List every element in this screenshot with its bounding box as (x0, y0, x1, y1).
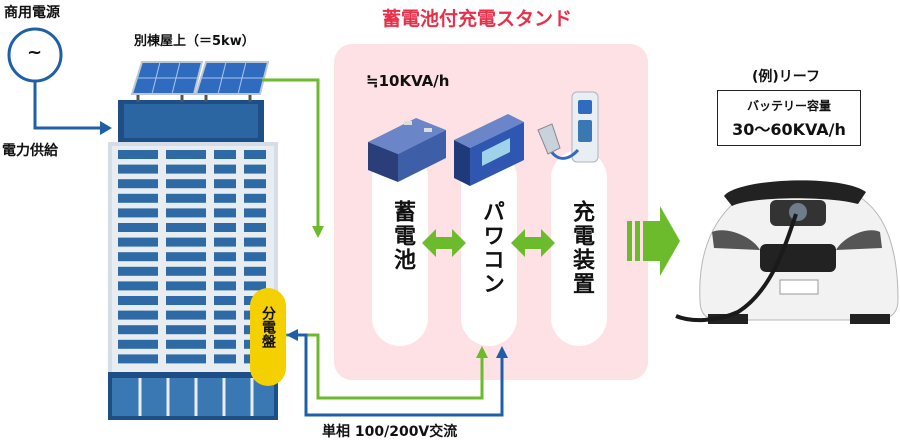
charger-label: 充電装置 (569, 200, 594, 296)
car-capacity-box: バッテリー容量 30〜60KVA/h (717, 90, 861, 146)
building-window (214, 150, 236, 159)
building-window (214, 252, 236, 262)
solar-feed-arrowhead (312, 226, 324, 238)
building-window (244, 179, 266, 189)
building-window (118, 252, 158, 262)
grid-symbol: ~ (27, 42, 43, 63)
building-window (166, 339, 206, 349)
building-window (244, 223, 266, 232)
car-title: (例)リーフ (752, 69, 820, 85)
building-window (214, 193, 236, 203)
building-window (244, 208, 266, 218)
supply-label: 電力供給 (2, 143, 58, 159)
building-window (118, 296, 158, 305)
building-window (214, 179, 236, 189)
building-window (214, 164, 236, 174)
building-window (118, 164, 158, 174)
building-window (244, 237, 266, 247)
solar-panel-icon (130, 61, 270, 102)
building-window (166, 208, 206, 218)
building-window (118, 208, 158, 218)
building-window (244, 281, 266, 291)
building-window (166, 237, 206, 247)
battery-column (372, 150, 428, 346)
building-window (166, 310, 206, 320)
building-window (214, 266, 236, 276)
building-window (244, 193, 266, 203)
powercon-label: パワコン (479, 200, 504, 296)
building-window (214, 325, 236, 335)
building-window (118, 237, 158, 247)
charger-icon (537, 91, 599, 163)
charger-column (551, 150, 607, 346)
ac-return-line (292, 333, 504, 417)
building-window (214, 354, 236, 364)
diagram-title: 蓄電池付充電スタンド (382, 8, 573, 30)
supply-arrowhead (100, 121, 112, 135)
building-window (166, 193, 206, 203)
green-arrowhead-up (476, 346, 488, 358)
blue-arrowhead-left (286, 329, 298, 341)
building-window (214, 310, 236, 320)
powercon-column (461, 150, 517, 346)
car-capacity-value: 30〜60KVA/h (732, 120, 846, 139)
building-window (166, 266, 206, 276)
solar-feed-line (262, 78, 320, 228)
battery-powercon-double-arrow (422, 229, 466, 257)
building-window (118, 310, 158, 320)
building-window (166, 164, 206, 174)
building-window (118, 150, 158, 159)
building-window (214, 237, 236, 247)
car-capacity-label: バッテリー容量 (746, 99, 831, 113)
building-window (118, 179, 158, 189)
building-window (244, 150, 266, 159)
solar-label: 別棟屋上（＝5kw） (134, 34, 255, 49)
panel-label: 分電盤 (260, 306, 276, 348)
building-window (244, 252, 266, 262)
building-window (118, 339, 158, 349)
building-window (166, 354, 206, 364)
building-window (166, 223, 206, 232)
ac-label: 単相 100/200V交流 (322, 424, 458, 440)
building-window (118, 223, 158, 232)
building-window (118, 325, 158, 335)
capacity-label: ≒10KVA/h (366, 72, 450, 90)
building-window (214, 339, 236, 349)
building-window (166, 281, 206, 291)
building-window (214, 281, 236, 291)
building-window (166, 179, 206, 189)
battery-icon (368, 118, 446, 182)
building-window (244, 164, 266, 174)
building-window (214, 208, 236, 218)
car-icon (675, 180, 899, 324)
building-window (166, 150, 206, 159)
blue-arrowhead-up (496, 346, 508, 358)
powercon-charger-double-arrow (511, 229, 555, 257)
charge-output-arrow (627, 206, 680, 276)
supply-line (33, 81, 100, 130)
building-window (166, 296, 206, 305)
building-window (214, 296, 236, 305)
building-window (118, 266, 158, 276)
building-icon (108, 100, 278, 420)
building-window (118, 193, 158, 203)
building-window (214, 223, 236, 232)
building-window (166, 325, 206, 335)
building-window (166, 252, 206, 262)
battery-label: 蓄電池 (390, 200, 415, 272)
building-window (118, 281, 158, 291)
distribution-panel (250, 288, 286, 386)
grid-label: 商用電源 (4, 5, 60, 21)
power-conditioner-icon (454, 114, 524, 186)
building-window (118, 354, 158, 364)
building-window (244, 266, 266, 276)
